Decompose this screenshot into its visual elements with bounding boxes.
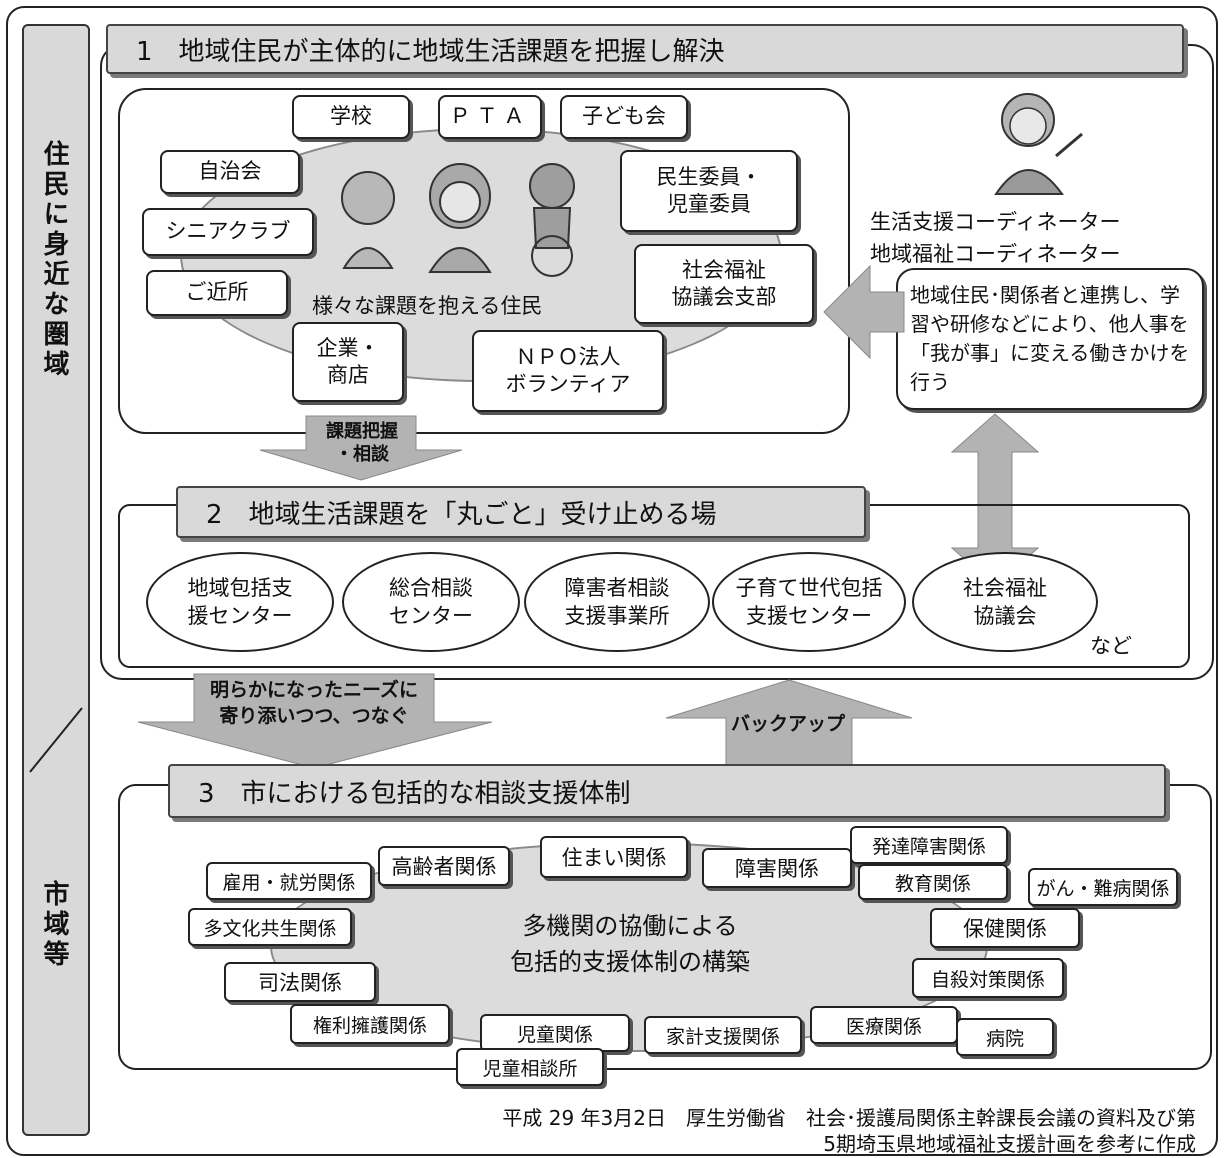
group-business: 企業・ 商店 (292, 322, 404, 402)
agency-employment: 雇用・就労関係 (206, 862, 372, 900)
agency-housing: 住まい関係 (540, 836, 688, 878)
centers-etc: など (1090, 634, 1132, 658)
group-npo: ＮＰＯ法人 ボランティア (472, 330, 664, 412)
section3-title: 3 市における包括的な相談支援体制 (168, 764, 1166, 818)
arrow-connect-down (137, 673, 493, 769)
agency-disability: 障害関係 (702, 848, 852, 888)
outer-frame (6, 6, 1218, 1156)
footer-source-line1: 平成 29 年3月2日 厚生労働省 社会･援護局関係主幹課長会議の資料及び第 (502, 1106, 1196, 1130)
section2-title: 2 地域生活課題を「丸ごと」受け止める場 (176, 486, 866, 538)
center-child-rearing-support: 子育て世代包括 支援センター (712, 552, 906, 652)
agency-household-finance: 家計支援関係 (644, 1016, 802, 1054)
group-neighborhood-assoc: 自治会 (160, 150, 300, 194)
center-welfare-council: 社会福祉 協議会 (912, 552, 1098, 652)
agency-education: 教育関係 (858, 864, 1008, 900)
arrow-grasp-label: 課題把握 ・相談 (326, 421, 398, 466)
group-welfare-commissioner: 民生委員・ 児童委員 (620, 150, 798, 232)
agency-rights-advocacy: 権利擁護関係 (290, 1004, 450, 1044)
center-general-consultation: 総合相談 センター (342, 552, 520, 652)
agency-child-guidance: 児童相談所 (456, 1048, 604, 1086)
resident-center-text: 様々な課題を抱える住民 (312, 294, 543, 318)
group-welfare-council-branch: 社会福祉 協議会支部 (634, 244, 814, 324)
side-label-local: 住民に身近な圏域 (39, 140, 69, 380)
arrow-connect-label: 明らかになったニーズに 寄り添いつつ、つなぐ (209, 679, 419, 727)
center-disability-consultation: 障害者相談 支援事業所 (524, 552, 710, 652)
agency-medical: 医療関係 (810, 1006, 958, 1044)
arrow-backup-label: バックアップ (730, 713, 845, 735)
group-pta: ＰＴＡ (438, 95, 542, 139)
agency-justice: 司法関係 (224, 962, 376, 1002)
agency-suicide-prevention: 自殺対策関係 (912, 958, 1064, 998)
arrow-coordinator-to-residents (823, 264, 905, 360)
agency-hospital: 病院 (956, 1018, 1054, 1056)
agency-health: 保健関係 (930, 908, 1080, 948)
coordinator-description: 地域住民･関係者と連携し、学習や研修などにより、他人事を「我が事」に変える働きか… (896, 268, 1204, 410)
agency-developmental-disability: 発達障害関係 (850, 826, 1008, 864)
footer-source-line2: 5期埼玉県地域福祉支援計画を参考に作成 (823, 1132, 1196, 1156)
resident-figures (341, 163, 575, 277)
agency-children: 児童関係 (480, 1014, 630, 1052)
group-neighbors: ご近所 (146, 270, 288, 316)
center-community-support: 地域包括支 援センター (146, 552, 334, 652)
agency-multicultural: 多文化共生関係 (188, 908, 352, 946)
resident-area (118, 88, 850, 434)
side-column (22, 24, 90, 1136)
side-divider-slash (29, 707, 83, 773)
group-kids-club: 子ども会 (560, 95, 688, 139)
coordinator-label-welfare: 地域福祉コーディネーター (870, 242, 1121, 266)
group-senior-club: シニアクラブ (142, 208, 314, 256)
agency-cancer-intractable: がん・難病関係 (1028, 868, 1178, 906)
coordinator-person-icon (994, 93, 1083, 195)
child-icon (341, 171, 395, 269)
group-school: 学校 (292, 95, 410, 139)
coordinator-label-life: 生活支援コーディネーター (870, 210, 1121, 234)
side-label-city: 市域等 (39, 880, 69, 970)
arrow-grasp-down (259, 415, 463, 481)
agency-elderly: 高齢者関係 (378, 846, 510, 886)
section1-title: 1 地域住民が主体的に地域生活課題を把握し解決 (106, 24, 1184, 74)
wheelchair-user-icon (529, 163, 575, 277)
agency-center-text: 多機関の協働による 包括的支援体制の構築 (510, 912, 750, 976)
elder-woman-icon (428, 163, 492, 273)
